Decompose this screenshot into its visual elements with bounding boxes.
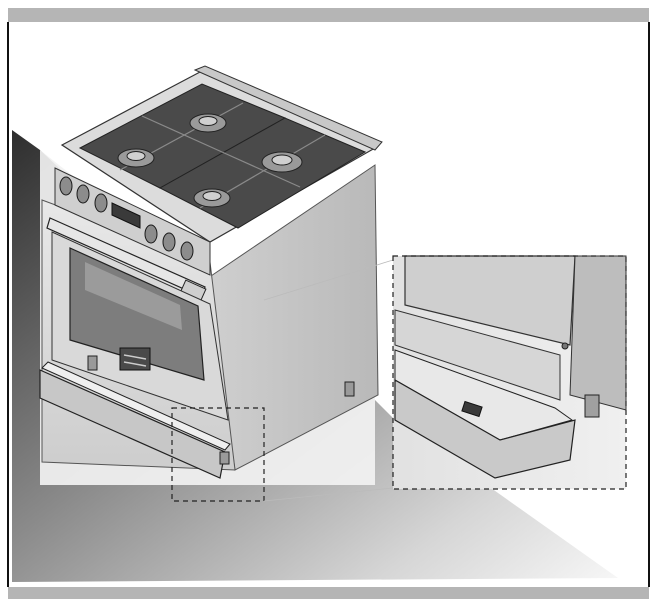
brand-badge-icon: [119, 347, 151, 371]
burner-icon: [261, 151, 303, 173]
burner-icon: [193, 188, 231, 208]
oven-window-glare: [85, 262, 182, 330]
oven-door-handle: [46, 217, 207, 303]
bottom-footer-bar: [8, 587, 649, 599]
left-border-line: [7, 22, 9, 587]
burner-icon: [117, 148, 155, 168]
detail-inset: [392, 255, 627, 490]
leader-line-top: [263, 259, 394, 301]
kick-panel: [39, 369, 226, 479]
burner-icon: [189, 113, 227, 133]
kick-panel-top: [41, 361, 231, 451]
display-window: [111, 202, 141, 229]
backguard-strip: [193, 65, 383, 151]
knob-icon: [59, 176, 194, 261]
top-header-bar: [8, 8, 649, 22]
leg-icon: [87, 355, 355, 465]
dashed-callout-icon: [171, 407, 265, 502]
leader-line-bottom: [263, 487, 394, 502]
right-border-line: [648, 22, 650, 587]
